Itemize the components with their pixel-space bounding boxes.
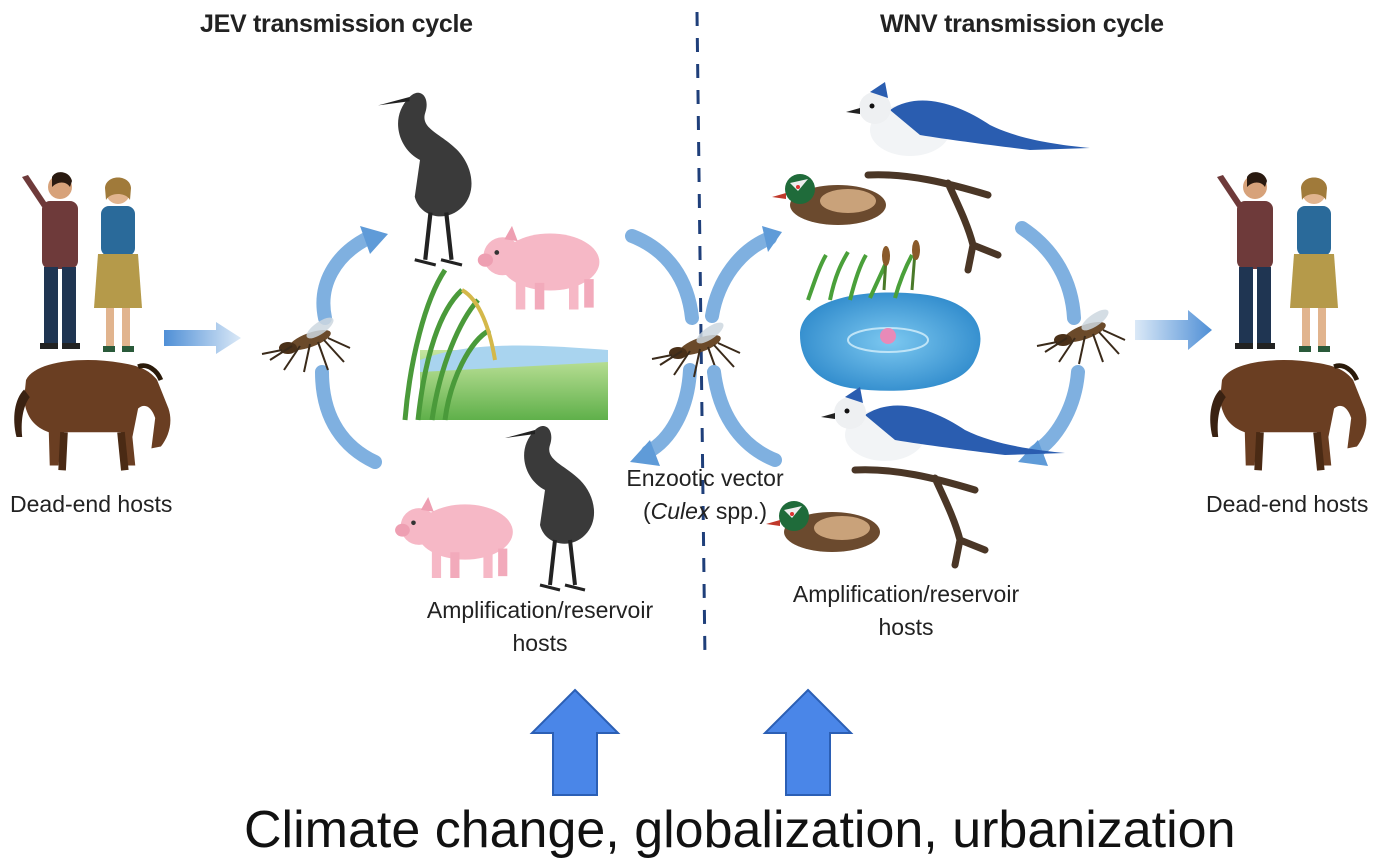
wnv-to-dead-end-arrow [1135,310,1212,350]
jev-cycle-arrow-lower-left [315,365,382,469]
wnv-bluejay-top [846,82,1090,156]
jev-title: JEV transmission cycle [200,10,473,38]
vector-suffix: spp.) [709,498,767,524]
jev-heron-top [378,93,472,265]
jev-rice-field [402,268,608,421]
driver-arrow-right [762,688,854,796]
wnv-title: WNV transmission cycle [880,10,1164,38]
enzootic-vector-line1: Enzootic vector [626,465,784,491]
jev-pig-bottom [395,497,513,578]
enzootic-vector-label: Enzootic vector (Culex spp.) [614,462,796,528]
wnv-cycle-arrow-upper-right [1015,221,1081,325]
wnv-dead-end-label: Dead-end hosts [1206,491,1369,517]
jev-dead-end-horse [14,360,170,470]
wnv-mosquito [1036,304,1126,365]
jev-heron-bottom [503,423,597,592]
wnv-dead-end-horse [1210,360,1366,470]
jev-cycle-arrow-upper-right [625,229,699,325]
vector-open-paren: ( [642,498,651,524]
wnv-dead-end-man [1217,172,1275,349]
wnv-duck-top [772,174,886,225]
wnv-branch-bottom [855,470,985,565]
wnv-cycle-arrow-lower-right [1028,365,1085,459]
jev-amplification-line1: Amplification/reservoir [426,597,654,623]
jev-dead-end-label: Dead-end hosts [10,491,173,517]
wnv-bluejay-bottom [821,387,1065,461]
jev-amplification-label: Amplification/reservoir hosts [400,594,680,660]
wnv-pond [800,240,981,391]
jev-dead-end-woman [94,177,142,352]
vector-genus: Culex [650,498,710,524]
wnv-amplification-label: Amplification/reservoir hosts [766,578,1046,644]
driver-arrow-left [529,688,621,796]
wnv-dead-end-woman [1290,177,1338,352]
drivers-label: Climate change, globalization, urbanizat… [244,801,1236,859]
wnv-amplification-line2: hosts [878,614,934,640]
jev-dead-end-man [22,172,80,349]
jev-cycle-arrow-upper-left [316,231,375,325]
wnv-cycle-arrow-lower-left [707,365,782,467]
wnv-amplification-line1: Amplification/reservoir [792,581,1020,607]
jev-pig-top [477,225,600,310]
jev-cycle-arrow-lower-right [641,363,697,459]
wnv-cycle-arrow-upper-left [705,231,777,323]
enzootic-vector-line2: (Culex spp.) [614,495,796,528]
jev-amplification-line2: hosts [512,630,568,656]
jev-to-dead-end-arrow [164,322,241,354]
jev-mosquito [261,312,351,373]
enzootic-mosquito [651,317,741,378]
